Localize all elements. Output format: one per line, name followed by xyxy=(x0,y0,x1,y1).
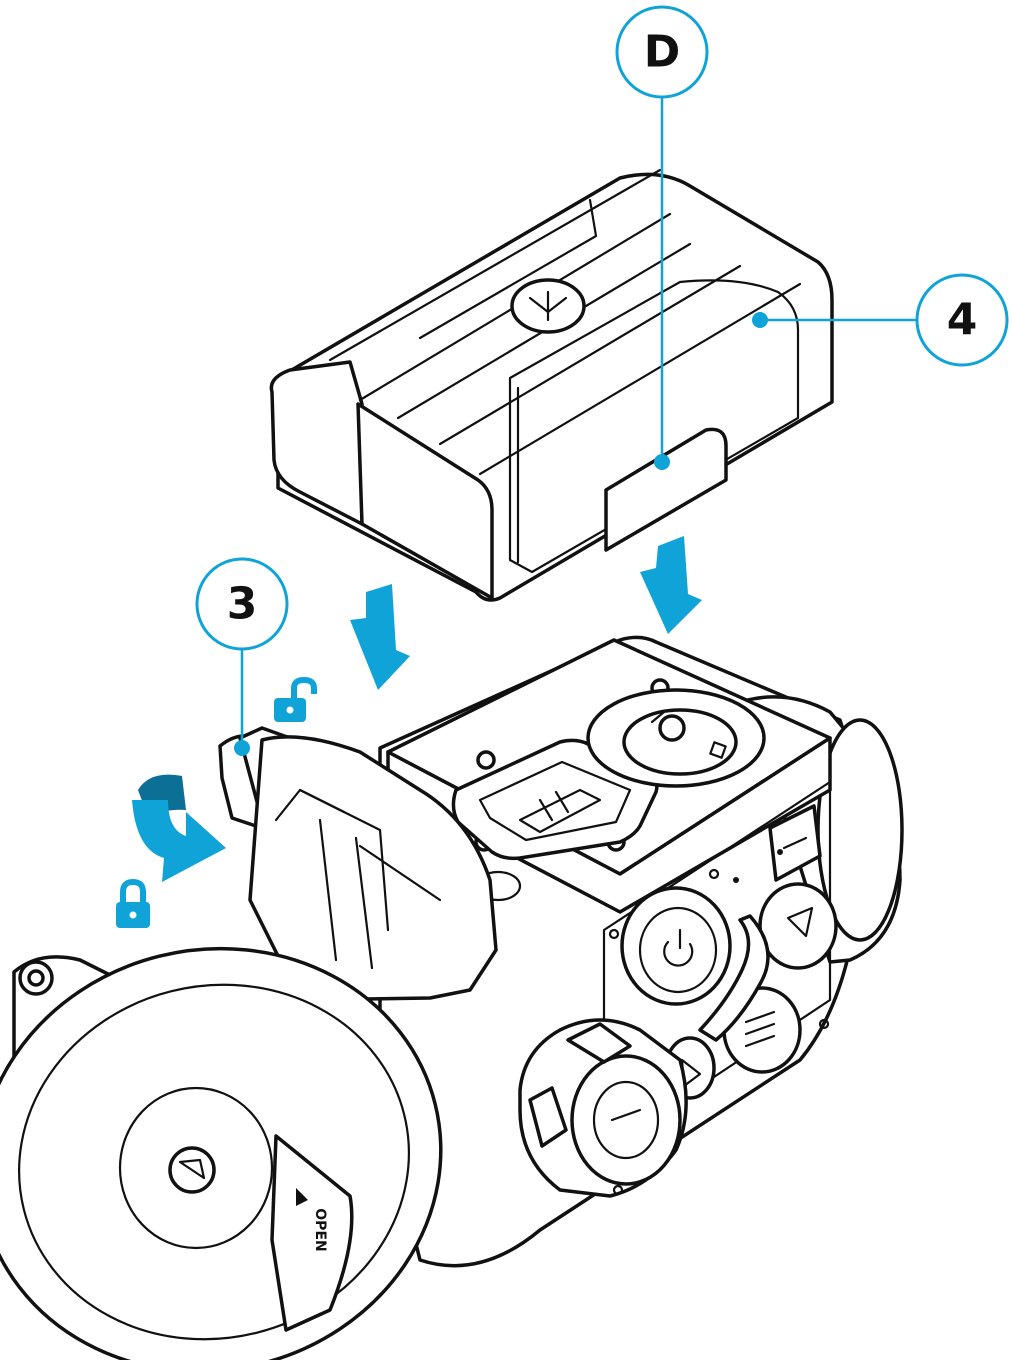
lens-cap: OPEN xyxy=(0,946,443,1360)
locked-padlock-icon xyxy=(116,878,150,928)
usb-port[interactable] xyxy=(768,804,822,882)
up-button[interactable] xyxy=(758,882,838,970)
down-arrow-icon xyxy=(350,584,410,690)
unlocked-padlock-icon xyxy=(274,676,317,722)
callout-4-label: 4 xyxy=(947,295,978,346)
thermal-device-body: OPEN xyxy=(0,635,904,1360)
callout-d: D xyxy=(615,5,709,470)
insert-arrow-left xyxy=(350,584,410,690)
callout-3-label: 3 xyxy=(227,579,258,630)
callout-3: 3 xyxy=(195,557,289,756)
rotate-arrow-icon xyxy=(132,774,226,882)
callout-d-label: D xyxy=(644,27,681,78)
down-arrow-icon xyxy=(640,536,702,634)
usb-icon xyxy=(777,849,783,855)
up-arrow-icon xyxy=(786,906,814,938)
control-panel xyxy=(518,780,838,1198)
battery-latch-socket xyxy=(586,688,766,788)
power-icon xyxy=(663,940,694,967)
battery-pack xyxy=(269,168,834,602)
insert-arrow-right xyxy=(640,536,702,634)
focus-ring xyxy=(248,735,498,1002)
menu-icon xyxy=(744,1010,776,1024)
callout-4: 4 xyxy=(752,273,1009,367)
power-button[interactable] xyxy=(620,886,732,1006)
cap-open-label: OPEN xyxy=(312,1208,328,1251)
adjustment-knob[interactable] xyxy=(518,1018,688,1198)
